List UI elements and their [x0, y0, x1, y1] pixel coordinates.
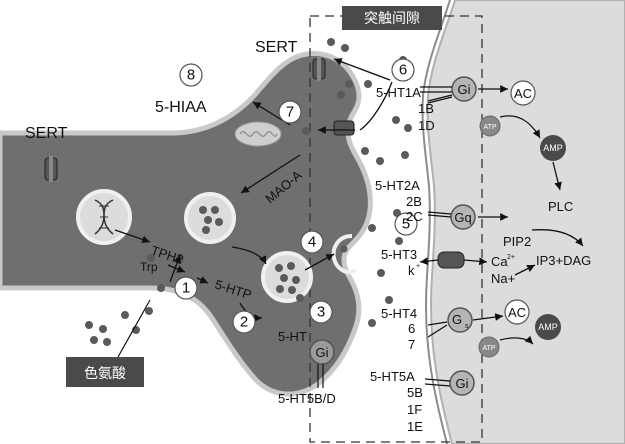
6-label: 6	[408, 321, 415, 336]
svg-text:Gq: Gq	[454, 210, 471, 225]
svg-text:8: 8	[187, 67, 195, 84]
svg-text:1: 1	[182, 280, 190, 297]
sert-label-top: SERT	[255, 39, 298, 56]
1f-label: 1F	[407, 402, 422, 417]
svg-text:G: G	[452, 312, 462, 327]
svg-text:Gi: Gi	[316, 345, 329, 360]
5-hiaa-label: 5-HIAA	[155, 99, 207, 116]
nucleus-vesicle	[78, 191, 130, 243]
step-2: 2	[233, 311, 255, 333]
5-ht4-label: 5-HT4	[381, 306, 417, 321]
tryptophan-label: 色氨酸	[84, 365, 126, 381]
svg-text:3: 3	[317, 304, 325, 321]
2b-label: 2B	[406, 194, 422, 209]
calcium-label: Ca	[491, 254, 508, 269]
svg-text:AC: AC	[508, 305, 526, 320]
atp-2: ATP	[479, 337, 499, 357]
svg-text:s: s	[465, 323, 469, 330]
step-4: 4	[301, 231, 323, 253]
svg-text:2: 2	[240, 314, 248, 331]
svg-text:Gi: Gi	[456, 376, 469, 391]
svg-text:AMP: AMP	[538, 322, 558, 332]
svg-text:Gi: Gi	[458, 82, 471, 97]
sodium-label: Na+	[491, 271, 515, 286]
step-6: 6	[392, 59, 414, 81]
sert-transporter-left	[45, 156, 57, 182]
sert-transporter-mid	[334, 121, 354, 135]
svg-text:ATP: ATP	[483, 124, 496, 131]
5-ht-label: 5-HT	[278, 329, 307, 344]
5-ht5bd-label: 5-HT5B/D	[278, 391, 336, 406]
svg-text:6: 6	[399, 62, 407, 79]
1d-label: 1D	[418, 118, 435, 133]
gi-protein-2: Gi	[450, 371, 474, 395]
synaptic-vesicle-lower	[263, 253, 311, 301]
5b-label: 5B	[407, 385, 423, 400]
ion-channel-5ht3	[438, 252, 464, 268]
svg-text:4: 4	[308, 234, 316, 251]
synaptic-cleft-label: 突触间隙	[364, 10, 420, 26]
mitochondrion-icon	[235, 122, 281, 146]
gi-protein-1: Gi	[452, 77, 476, 101]
7-label: 7	[408, 337, 415, 352]
sert-transporter-top	[313, 57, 325, 81]
trp-label: Trp	[140, 260, 158, 274]
1e-label: 1E	[407, 419, 423, 434]
step-8: 8	[180, 64, 202, 86]
2c-label: 2C	[406, 209, 423, 224]
svg-text:ATP: ATP	[482, 345, 495, 352]
svg-text:AC: AC	[514, 86, 532, 101]
1b-label: 1B	[418, 101, 434, 116]
step-1: 1	[175, 277, 197, 299]
ac-enzyme-1: AC	[511, 81, 535, 105]
5-ht3-label: 5-HT3	[381, 247, 417, 262]
amp-1: AMP	[540, 135, 566, 161]
synaptic-vesicle-upper	[186, 194, 234, 242]
amp-2: AMP	[535, 314, 561, 340]
sert-label-left: SERT	[25, 125, 68, 142]
step-3: 3	[310, 301, 332, 323]
k-plus-sign: +	[416, 263, 420, 270]
svg-text:AMP: AMP	[543, 143, 563, 153]
atp-1: ATP	[480, 116, 500, 136]
gq-protein: Gq	[451, 205, 475, 229]
step-7: 7	[279, 101, 301, 123]
ip3-dag-label: IP3+DAG	[536, 253, 591, 268]
5-ht1a-label: 5-HT1A	[376, 85, 421, 100]
plc-label: PLC	[548, 199, 573, 214]
5-ht2a-label: 5-HT2A	[375, 178, 420, 193]
ac-enzyme-2: AC	[505, 300, 529, 324]
gs-protein: G s	[448, 308, 472, 332]
calcium-superscript: 2+	[507, 254, 515, 261]
svg-text:7: 7	[286, 104, 294, 121]
k-label: k	[408, 263, 415, 278]
tryptophan-arrow	[118, 300, 150, 357]
5-ht5a-label: 5-HT5A	[370, 369, 415, 384]
pip2-label: PIP2	[503, 234, 531, 249]
